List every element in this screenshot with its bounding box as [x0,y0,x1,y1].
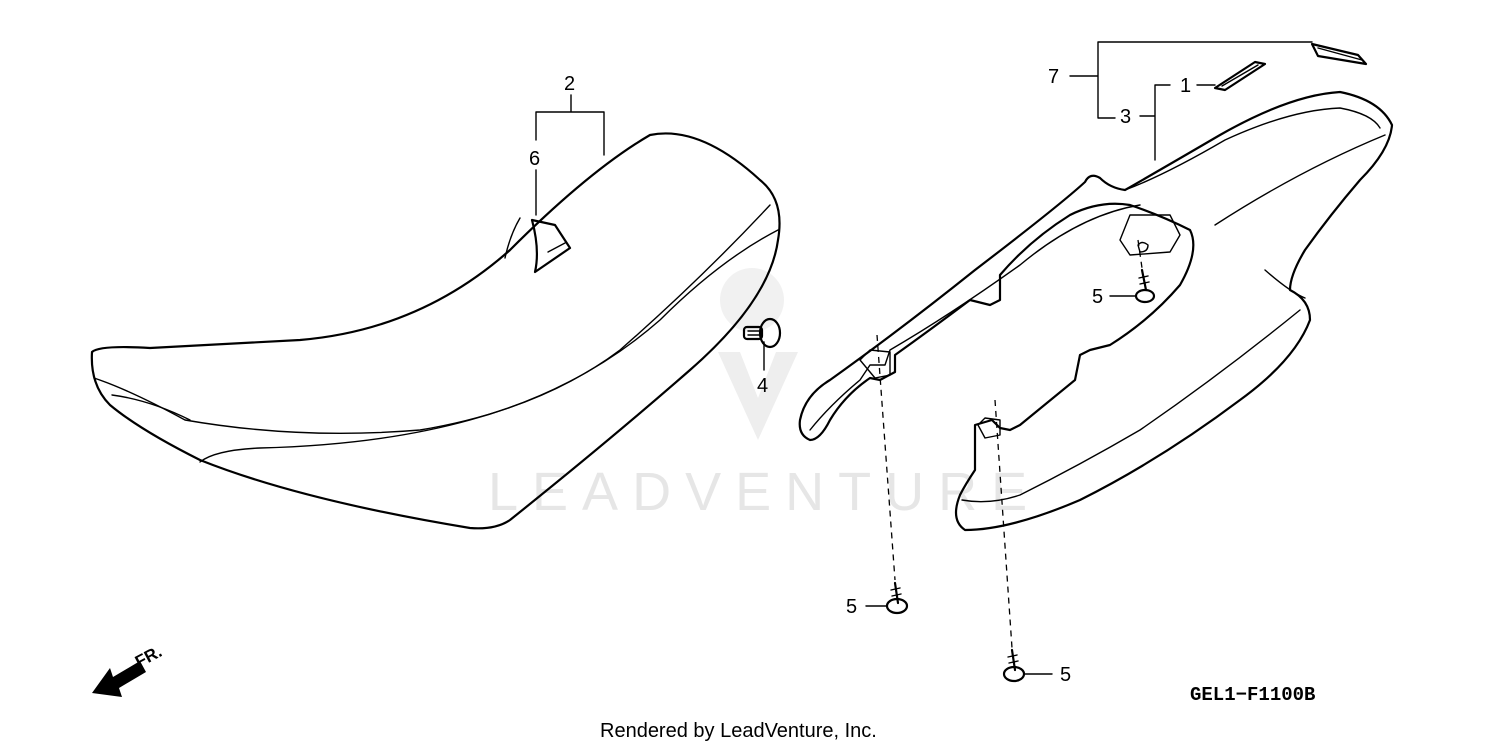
callout-4: 4 [757,375,768,397]
credit-text: Rendered by LeadVenture, Inc. [600,720,877,742]
callout-2: 2 [564,73,575,95]
callout-5-right: 5 [1060,664,1071,686]
callout-6: 6 [529,148,540,170]
callout-7: 7 [1048,66,1059,88]
screw-upper[interactable] [1134,268,1156,304]
screw-right[interactable] [1002,648,1026,683]
diagram-code: GEL1−F1100B [1190,684,1315,706]
callouts: 2 6 4 7 1 3 5 5 5 [529,66,1191,686]
seat-label-tag[interactable] [504,217,572,274]
screw-left[interactable] [885,581,909,615]
leader-lines [535,41,1313,675]
front-direction-arrow: FR. [92,642,165,697]
callout-5-left: 5 [846,596,857,618]
callout-3: 3 [1120,106,1131,128]
rear-cowl[interactable] [798,90,1394,532]
callout-5-upper: 5 [1092,286,1103,308]
seat[interactable] [90,132,781,530]
badge-emblem[interactable] [1310,42,1368,66]
seat-bolt[interactable] [742,317,782,349]
emblem[interactable] [1213,60,1267,92]
callout-1: 1 [1180,75,1191,97]
watermark: LEADVENTURE [488,268,1041,522]
watermark-text: LEADVENTURE [488,462,1041,522]
